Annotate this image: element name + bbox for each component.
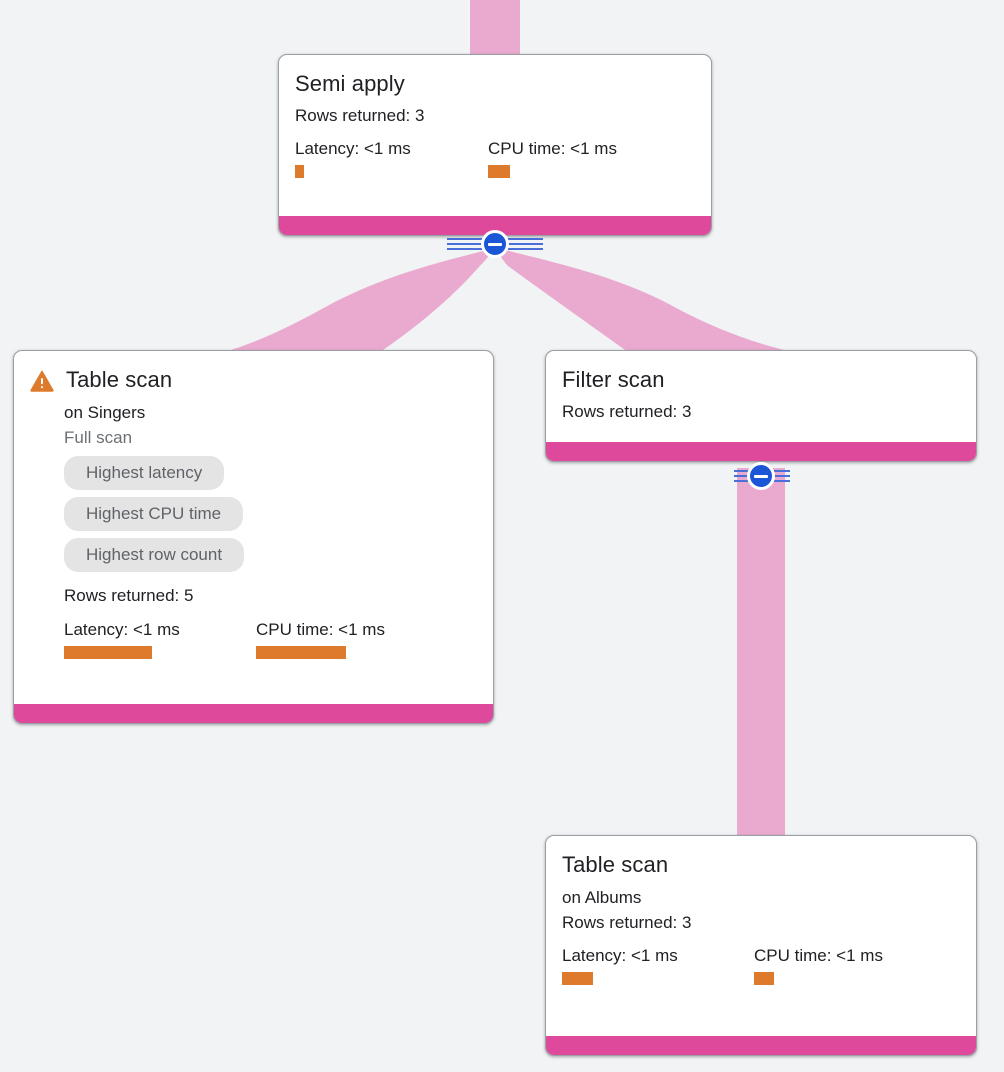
node-body: Semi apply Rows returned: 3 Latency: <1 … <box>279 55 711 216</box>
minus-circle-icon <box>488 242 502 246</box>
latency-metric: Latency: <1 ms <box>562 945 754 985</box>
edge-semi-apply-to-filter-scan <box>497 248 784 352</box>
node-title-row: Table scan <box>30 367 477 393</box>
badge-highest-row-count: Highest row count <box>64 538 245 572</box>
node-footer-bar <box>546 442 976 461</box>
scan-target: on Albums <box>562 888 642 907</box>
collapse-button-semi-apply[interactable] <box>481 230 509 258</box>
latency-label: Latency: <1 ms <box>562 946 678 965</box>
cpu-metric: CPU time: <1 ms <box>488 138 617 178</box>
latency-bar <box>562 972 593 985</box>
cpu-bar <box>488 165 510 178</box>
node-filter-scan[interactable]: Filter scan Rows returned: 3 <box>545 350 977 462</box>
edge-semi-apply-to-table-scan-singers <box>231 248 495 352</box>
warning-triangle-icon <box>30 370 54 392</box>
cpu-metric: CPU time: <1 ms <box>754 945 883 985</box>
badge-highest-latency: Highest latency <box>64 456 225 490</box>
node-footer-bar <box>546 1036 976 1055</box>
node-title-row: Table scan <box>562 852 960 878</box>
latency-metric: Latency: <1 ms <box>295 138 488 178</box>
node-details: on Singers Full scan Highest latency Hig… <box>30 400 477 659</box>
latency-label: Latency: <1 ms <box>295 139 411 158</box>
cpu-label: CPU time: <1 ms <box>754 946 883 965</box>
node-semi-apply[interactable]: Semi apply Rows returned: 3 Latency: <1 … <box>278 54 712 236</box>
badge-list: Highest latency Highest CPU time Highest… <box>64 456 477 579</box>
node-metrics: Latency: <1 ms CPU time: <1 ms <box>64 619 477 659</box>
node-title-row: Semi apply <box>295 71 695 97</box>
latency-bar <box>295 165 304 178</box>
node-footer-bar <box>279 216 711 235</box>
scan-type: Full scan <box>64 428 133 447</box>
edge-filter-scan-to-table-scan-albums <box>737 468 785 840</box>
rows-returned: Rows returned: 5 <box>64 586 194 605</box>
badge-highest-cpu-time: Highest CPU time <box>64 497 244 531</box>
cpu-bar <box>754 972 774 985</box>
rows-returned: Rows returned: 3 <box>562 913 692 932</box>
node-title: Filter scan <box>562 367 665 392</box>
node-title: Table scan <box>66 367 173 392</box>
node-table-scan-albums[interactable]: Table scan on Albums Rows returned: 3 La… <box>545 835 977 1056</box>
cpu-label: CPU time: <1 ms <box>488 139 617 158</box>
latency-metric: Latency: <1 ms <box>64 619 256 659</box>
node-footer-bar <box>14 704 493 723</box>
node-metrics: Latency: <1 ms CPU time: <1 ms <box>295 138 695 178</box>
latency-label: Latency: <1 ms <box>64 620 180 639</box>
rows-returned: Rows returned: 3 <box>295 106 425 125</box>
node-title: Table scan <box>562 852 669 877</box>
collapse-button-filter-scan[interactable] <box>747 462 775 490</box>
cpu-metric: CPU time: <1 ms <box>256 619 385 659</box>
node-title-row: Filter scan <box>562 367 960 393</box>
cpu-bar <box>256 646 346 659</box>
scan-target: on Singers <box>64 403 146 422</box>
node-body: Filter scan Rows returned: 3 <box>546 351 976 442</box>
cpu-label: CPU time: <1 ms <box>256 620 385 639</box>
node-title: Semi apply <box>295 71 405 96</box>
edge-root-to-semi-apply <box>470 0 520 58</box>
node-metrics: Latency: <1 ms CPU time: <1 ms <box>562 945 960 985</box>
node-body: Table scan on Albums Rows returned: 3 La… <box>546 836 976 1036</box>
rows-returned: Rows returned: 3 <box>562 402 692 421</box>
node-body: Table scan on Singers Full scan Highest … <box>14 351 493 704</box>
minus-circle-icon <box>754 474 768 478</box>
node-table-scan-singers[interactable]: Table scan on Singers Full scan Highest … <box>13 350 494 724</box>
latency-bar <box>64 646 152 659</box>
